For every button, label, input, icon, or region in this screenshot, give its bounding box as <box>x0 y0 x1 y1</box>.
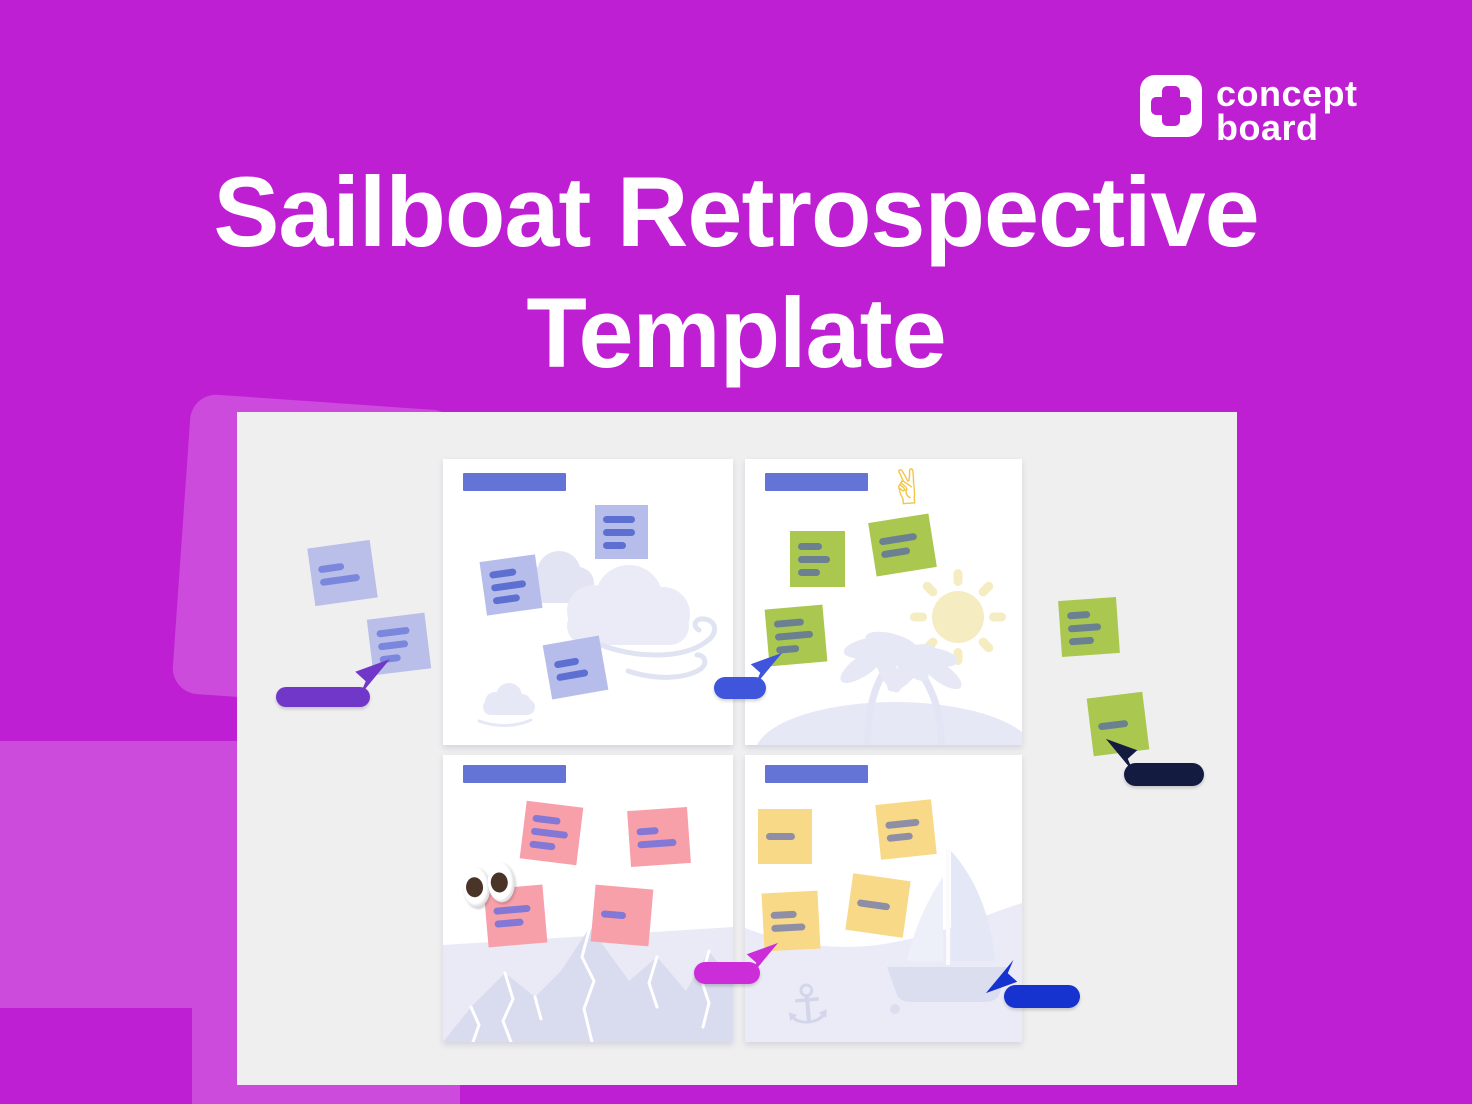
note-text-line <box>1066 610 1091 619</box>
conceptboard-logo: concept board <box>1140 75 1358 145</box>
quadrant-panel-wind[interactable] <box>443 459 733 745</box>
note-text-line <box>770 910 797 920</box>
sticky-note[interactable] <box>307 539 378 607</box>
quadrant-title-bar[interactable] <box>765 473 868 491</box>
sticky-note[interactable] <box>868 513 937 577</box>
purple-collaborator-cursor-name-pill <box>276 687 370 707</box>
sticky-note[interactable] <box>1058 597 1120 657</box>
sticky-note[interactable] <box>845 873 911 938</box>
palm-island-sun-illustration <box>757 569 1022 745</box>
note-text-line <box>774 630 814 641</box>
note-text-line <box>494 918 524 928</box>
title-line-2: Template <box>526 276 946 388</box>
sticky-note[interactable] <box>790 531 845 587</box>
note-text-line <box>1097 719 1129 730</box>
logo-word-board: board <box>1216 106 1319 148</box>
eyes-emoji[interactable] <box>461 861 522 911</box>
note-text-line <box>886 831 914 842</box>
sticky-note[interactable] <box>479 554 543 616</box>
royalblue-collaborator-cursor-name-pill <box>1004 985 1080 1008</box>
note-text-line <box>636 827 659 836</box>
eye-left <box>461 866 492 908</box>
peace-hand-emoji[interactable]: ✌ <box>886 458 931 518</box>
note-text-line <box>637 838 677 849</box>
blue-collaborator-cursor-name-pill <box>714 677 766 699</box>
sailboat-sea-illustration <box>745 849 1022 1042</box>
royalblue-collaborator-cursor <box>984 958 1022 996</box>
blue-collaborator-cursor <box>746 650 784 688</box>
note-text-line <box>529 839 556 851</box>
purple-collaborator-cursor <box>350 656 392 698</box>
eye-right <box>486 861 517 904</box>
note-text-line <box>319 573 361 587</box>
sticky-note[interactable] <box>875 799 937 860</box>
clouds-and-wind-illustration <box>477 551 717 727</box>
sticky-note[interactable] <box>590 884 654 947</box>
note-text-line <box>600 910 627 920</box>
note-text-line <box>885 818 920 829</box>
note-text-line <box>798 555 830 563</box>
note-text-line <box>603 541 626 549</box>
navy-collaborator-cursor <box>1104 736 1142 774</box>
note-text-line <box>1067 622 1102 632</box>
logo-wordmark: concept board <box>1216 73 1358 148</box>
note-text-line <box>771 923 806 933</box>
note-text-line <box>773 618 805 628</box>
note-text-line <box>488 567 517 579</box>
note-text-line <box>532 814 561 825</box>
note-text-line <box>880 546 911 559</box>
note-text-line <box>490 579 527 592</box>
note-text-line <box>1068 636 1095 645</box>
navy-collaborator-cursor-name-pill <box>1124 763 1204 786</box>
title-line-1: Sailboat Retrospective <box>213 156 1259 267</box>
logo-word-concept: concept <box>1216 73 1358 114</box>
note-text-line <box>530 827 569 839</box>
magenta-collaborator-cursor <box>742 940 780 978</box>
note-text-line <box>555 668 589 681</box>
background-corner-square <box>0 1008 192 1104</box>
sticky-note[interactable] <box>519 800 584 866</box>
whiteboard-canvas[interactable] <box>237 412 1237 1085</box>
note-text-line <box>798 542 822 550</box>
quadrant-title-bar[interactable] <box>765 765 868 783</box>
magenta-collaborator-cursor-name-pill <box>694 962 760 984</box>
note-text-line <box>878 532 918 546</box>
quadrant-title-bar[interactable] <box>463 473 566 491</box>
note-text-line <box>603 528 635 536</box>
note-text-line <box>377 639 409 651</box>
note-text-line <box>603 515 635 523</box>
sticky-note[interactable] <box>542 635 609 700</box>
note-text-line <box>798 568 820 576</box>
note-text-line <box>317 562 345 574</box>
note-text-line <box>376 626 410 638</box>
sticky-note[interactable] <box>758 809 812 864</box>
sticky-note[interactable] <box>627 806 691 868</box>
note-text-line <box>492 593 521 605</box>
note-text-line <box>553 656 580 669</box>
page-title: Sailboat Retrospective Template <box>0 152 1472 394</box>
anchor-icon: ⚓ <box>780 971 835 1038</box>
quadrant-panel-island[interactable] <box>745 459 1022 745</box>
quadrant-title-bar[interactable] <box>463 765 566 783</box>
conceptboard-plus-icon <box>1140 75 1202 137</box>
note-text-line <box>766 833 795 840</box>
sticky-note[interactable] <box>595 505 648 559</box>
mountain-rocks-illustration <box>443 925 733 1042</box>
note-text-line <box>856 899 891 911</box>
